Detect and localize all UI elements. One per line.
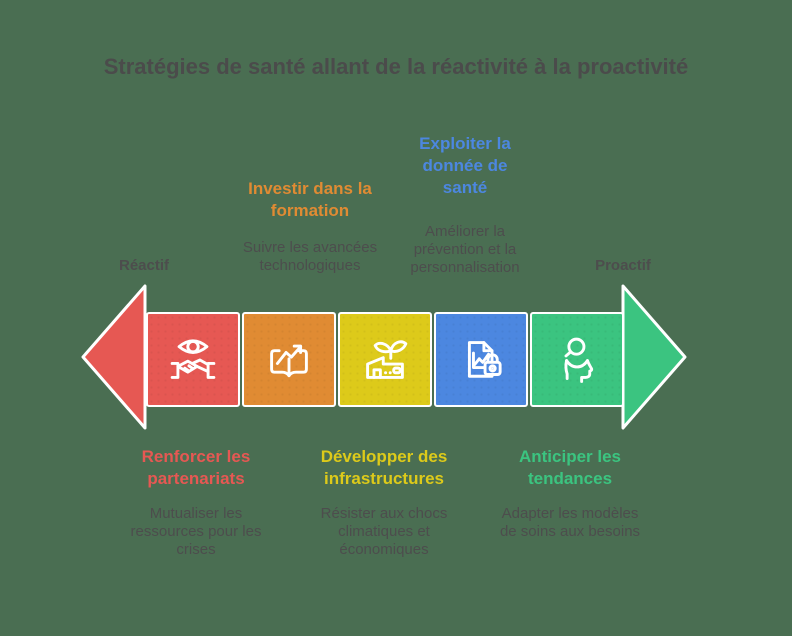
document-chart-lock-icon bbox=[467, 340, 502, 378]
step-square-partenariats bbox=[146, 312, 240, 407]
scale-label-proactive: Proactif bbox=[595, 257, 651, 274]
page-title: Stratégies de santé allant de la réactiv… bbox=[103, 54, 689, 79]
magnifier-head-icon bbox=[564, 337, 594, 383]
step-description-donnee: Améliorer la prévention et la personnali… bbox=[410, 223, 520, 276]
left-arrowhead-shape bbox=[81, 284, 147, 430]
scale-label-reactive: Réactif bbox=[118, 257, 170, 274]
step-label-infrastructures: Développer des infrastructures bbox=[320, 447, 448, 488]
step-description-tendances: Adapter les modèles de soins aux besoins bbox=[499, 505, 641, 540]
step-label-donnee: Exploiter la donnée de santé bbox=[419, 134, 511, 197]
factory-sprout-icon bbox=[366, 339, 408, 379]
step-description-formation: Suivre les avancées technologiques bbox=[242, 239, 378, 274]
step-label-tendances: Anticiper les tendances bbox=[518, 447, 622, 488]
step-description-infrastructures: Résister aux chocs climatiques et économ… bbox=[320, 505, 448, 558]
step-square-formation bbox=[242, 312, 336, 407]
eye-handshake-icon bbox=[170, 338, 216, 379]
step-label-formation: Investir dans la formation bbox=[248, 179, 372, 220]
right-arrowhead-shape bbox=[621, 284, 687, 430]
left-arrowhead bbox=[81, 284, 147, 430]
right-arrowhead bbox=[621, 284, 687, 430]
step-square-donnee bbox=[434, 312, 528, 407]
step-square-infrastructures bbox=[338, 312, 432, 407]
step-square-tendances bbox=[530, 312, 624, 407]
book-growth-arrow-icon bbox=[270, 344, 308, 377]
step-label-partenariats: Renforcer les partenariats bbox=[141, 447, 251, 488]
step-description-partenariats: Mutualiser les ressources pour les crise… bbox=[130, 505, 262, 558]
